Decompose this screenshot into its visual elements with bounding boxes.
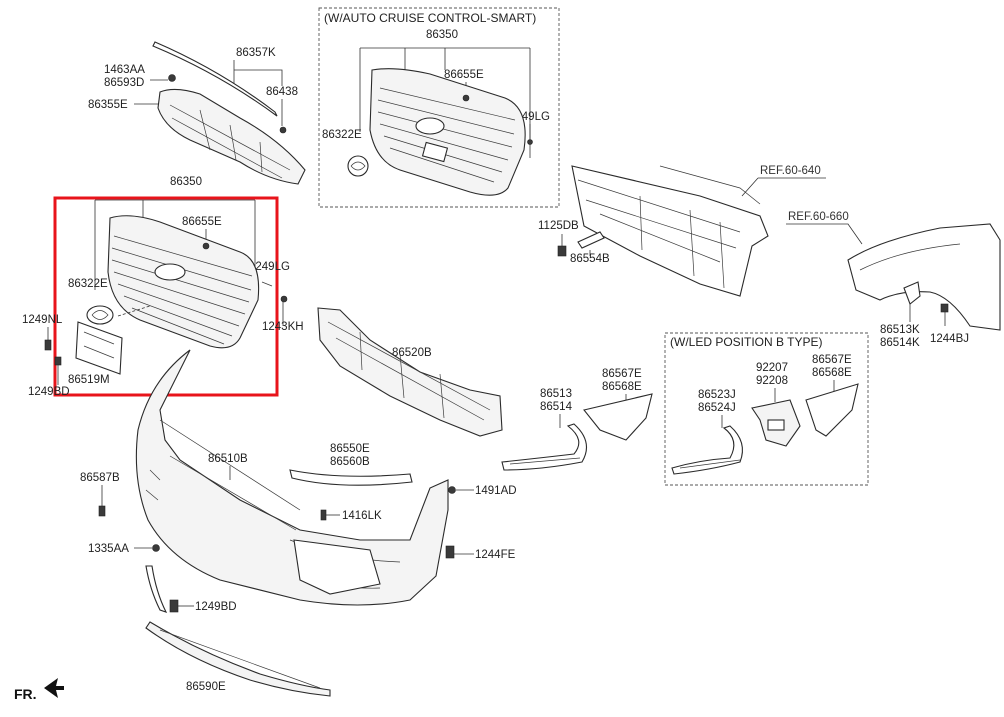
energy-absorber[interactable]: [317, 307, 503, 437]
label-86350-top[interactable]: 86350: [426, 29, 458, 41]
molding-strip[interactable]: [152, 41, 278, 117]
label-1249LG[interactable]: 1249LG: [249, 261, 290, 273]
label-92207[interactable]: 92207: [756, 362, 788, 374]
label-1125DB[interactable]: 1125DB: [538, 220, 579, 232]
label-92208[interactable]: 92208: [756, 375, 788, 387]
front-direction-label: FR.: [14, 686, 37, 702]
auto-cruise-box: (W/AUTO CRUISE CONTROL-SMART) 86350 8665…: [318, 7, 560, 208]
label-86655E[interactable]: 86655E: [182, 216, 222, 228]
label-86513K[interactable]: 86513K: [880, 324, 920, 336]
label-1249NL[interactable]: 1249NL: [22, 314, 63, 326]
label-86554B[interactable]: 86554B: [570, 253, 610, 265]
label-86519M[interactable]: 86519M: [68, 374, 110, 386]
fog-lamp-bezel[interactable]: [501, 423, 588, 471]
label-86567E[interactable]: 86567E: [602, 368, 642, 380]
led-lamp-bezel[interactable]: [671, 425, 743, 475]
radiator-grille[interactable]: [107, 215, 273, 349]
label-86438[interactable]: 86438: [266, 86, 298, 98]
label-1244BJ[interactable]: 1244BJ: [930, 333, 969, 345]
label-86655E-top[interactable]: 86655E: [444, 69, 484, 81]
label-86560B[interactable]: 86560B: [330, 456, 370, 468]
front-bumper-cover[interactable]: [135, 349, 449, 606]
label-86550E[interactable]: 86550E: [330, 443, 370, 455]
label-86587B[interactable]: 86587B: [80, 472, 120, 484]
label-86350[interactable]: 86350: [170, 176, 202, 188]
label-1416LK[interactable]: 1416LK: [342, 510, 382, 522]
fog-cover[interactable]: [583, 393, 653, 441]
label-1249BD-left[interactable]: 1249BD: [28, 386, 70, 398]
emblem-cruise[interactable]: [347, 155, 369, 177]
label-86524J[interactable]: 86524J: [698, 402, 736, 414]
label-86322E[interactable]: 86322E: [68, 278, 108, 290]
label-86523J[interactable]: 86523J: [698, 389, 736, 401]
label-86568E[interactable]: 86568E: [602, 381, 642, 393]
led-position-lamp[interactable]: [751, 399, 801, 447]
label-1244FE[interactable]: 1244FE: [475, 549, 516, 561]
label-86514[interactable]: 86514: [540, 401, 573, 413]
label-86593D[interactable]: 86593D: [104, 77, 144, 89]
led-position-box: (W/LED POSITION B TYPE) 92207 92208 8656…: [664, 332, 869, 486]
label-1249BD[interactable]: 1249BD: [195, 601, 237, 613]
label-86513[interactable]: 86513: [540, 388, 572, 400]
label-86567E-led[interactable]: 86567E: [812, 354, 852, 366]
led-cover-cap[interactable]: [805, 383, 859, 437]
label-86357K[interactable]: 86357K: [236, 47, 276, 59]
label-86322E-top[interactable]: 86322E: [322, 129, 362, 141]
bumper-bracket[interactable]: [289, 469, 413, 486]
label-86520B[interactable]: 86520B: [392, 347, 432, 359]
label-1335AA[interactable]: 1335AA: [88, 543, 129, 555]
carrier-assembly[interactable]: [571, 165, 769, 297]
label-86510B[interactable]: 86510B: [208, 453, 248, 465]
label-86355E[interactable]: 86355E: [88, 99, 128, 111]
label-1491AD[interactable]: 1491AD: [475, 485, 517, 497]
front-direction-marker: FR.: [14, 678, 64, 702]
license-bracket[interactable]: [75, 321, 123, 375]
label-86590E[interactable]: 86590E: [186, 681, 226, 693]
ref-60-640[interactable]: REF.60-640: [760, 165, 821, 177]
radiator-grille-cruise[interactable]: [369, 68, 533, 196]
label-1243KH[interactable]: 1243KH: [262, 321, 304, 333]
emblem[interactable]: [86, 305, 114, 325]
auto-cruise-header: (W/AUTO CRUISE CONTROL-SMART): [324, 11, 536, 25]
side-strip[interactable]: [145, 565, 168, 613]
arrow-icon: [44, 678, 64, 698]
lower-spoiler[interactable]: [145, 621, 331, 697]
front-fender[interactable]: [847, 223, 1001, 331]
led-position-header: (W/LED POSITION B TYPE): [670, 335, 822, 349]
label-86514K[interactable]: 86514K: [880, 337, 920, 349]
label-86568E-led[interactable]: 86568E: [812, 367, 852, 379]
bracket-86554B[interactable]: [577, 231, 605, 249]
upper-cover[interactable]: [157, 88, 306, 185]
bracket-86513K[interactable]: [903, 281, 921, 305]
label-1463AA[interactable]: 1463AA: [104, 64, 145, 76]
upper-cover-group: 86357K 1463AA 86593D 86438 86355E: [88, 41, 306, 185]
ref-60-660[interactable]: REF.60-660: [788, 211, 849, 223]
